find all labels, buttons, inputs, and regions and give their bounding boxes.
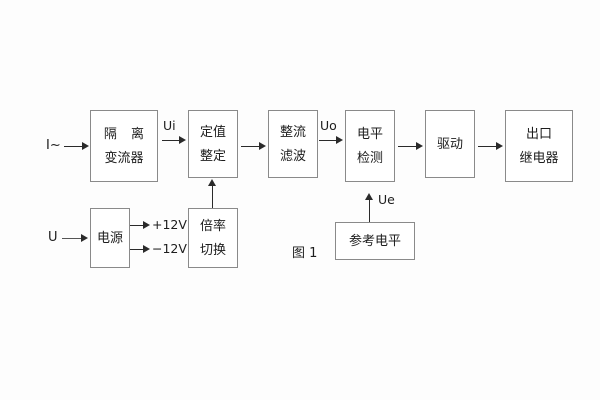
- arrowhead-current-input: [82, 142, 89, 150]
- arrowhead-rail-positive: [143, 221, 150, 229]
- arrowhead-voltage-input: [81, 234, 88, 242]
- block-isolation-ct-line-1: 隔 离: [103, 126, 150, 142]
- connector-ratio-to-setting: [212, 185, 213, 208]
- connector-ui: [162, 140, 181, 141]
- connector-rail-negative: [130, 249, 146, 250]
- block-level-detect-line-2: 检测: [356, 150, 383, 166]
- connector-voltage-input: [62, 238, 83, 239]
- arrowhead-ratio-to-setting: [208, 179, 216, 186]
- signal-label-ue: Ue: [378, 192, 395, 207]
- connector-current-input: [64, 146, 84, 147]
- connector-level-to-drive: [398, 146, 419, 147]
- current-input-label: I~: [46, 138, 61, 153]
- block-ratio-switch-line-2: 切换: [199, 242, 226, 258]
- connector-uo: [319, 140, 338, 141]
- block-output-relay-line-2: 继电器: [519, 150, 559, 166]
- block-rectify-filter-line-2: 滤波: [279, 148, 306, 164]
- block-output-relay-line-1: 出口: [525, 126, 552, 142]
- block-drive: 驱动: [425, 110, 475, 178]
- arrowhead-drive-to-relay: [496, 142, 503, 150]
- arrowhead-reference-to-level: [365, 193, 373, 200]
- block-output-relay: 出口 继电器: [505, 110, 573, 182]
- signal-label-uo: Uo: [320, 118, 337, 133]
- figure-caption: 图 1: [292, 246, 318, 261]
- arrowhead-level-to-drive: [416, 142, 423, 150]
- connector-rail-positive: [130, 225, 146, 226]
- connector-reference-to-level: [369, 199, 370, 222]
- arrowhead-rail-negative: [143, 245, 150, 253]
- connector-drive-to-relay: [478, 146, 499, 147]
- block-ratio-switch-line-1: 倍率: [199, 218, 226, 234]
- block-level-detect-line-1: 电平: [356, 126, 383, 142]
- block-setting-value-line-2: 整定: [199, 148, 226, 164]
- block-rectify-filter: 整流 滤波: [268, 110, 318, 178]
- block-setting-value-line-1: 定值: [199, 124, 226, 140]
- block-level-detect: 电平 检测: [345, 110, 395, 182]
- block-drive-line-1: 驱动: [436, 136, 463, 152]
- signal-label-ui: Ui: [163, 118, 176, 133]
- connector-setting-to-rectify: [241, 146, 262, 147]
- arrowhead-uo: [336, 136, 343, 144]
- voltage-input-label: U: [48, 230, 58, 245]
- arrowhead-setting-to-rectify: [259, 142, 266, 150]
- block-power-supply: 电源: [90, 208, 130, 268]
- block-reference-level: 参考电平: [335, 222, 415, 260]
- arrowhead-ui: [179, 136, 186, 144]
- rail-negative-label: −12V: [152, 241, 187, 256]
- rail-positive-label: +12V: [152, 217, 187, 232]
- block-isolation-ct-line-2: 变流器: [104, 150, 144, 166]
- block-reference-level-line-1: 参考电平: [348, 233, 401, 249]
- block-isolation-ct: 隔 离 变流器: [90, 110, 158, 182]
- block-ratio-switch: 倍率 切换: [188, 208, 238, 268]
- block-setting-value: 定值 整定: [188, 110, 238, 178]
- block-rectify-filter-line-1: 整流: [279, 124, 306, 140]
- block-power-supply-line-1: 电源: [96, 230, 123, 246]
